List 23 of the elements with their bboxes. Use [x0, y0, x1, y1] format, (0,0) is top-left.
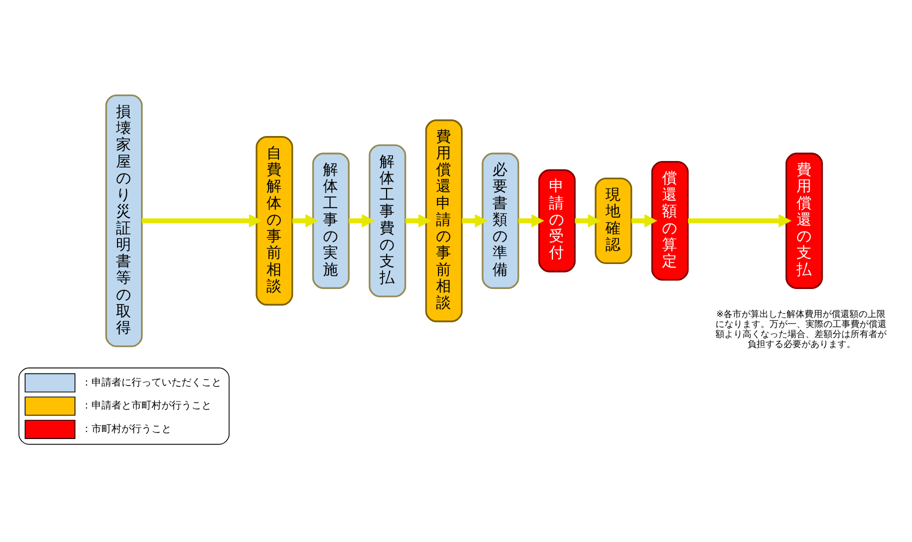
- node-box: 費用償還申請の事前相談: [425, 118, 463, 322]
- legend-label: ：申請者と市町村が行うこと: [82, 400, 212, 412]
- arrow: [631, 214, 658, 228]
- arrow: [405, 214, 432, 228]
- node-box: 申請の受付: [538, 168, 576, 272]
- arrow: [348, 214, 375, 228]
- arrow: [688, 214, 792, 228]
- label: ※各市が算出した解体費用が償還額の上限になります。万が一、実際の工事費が償還額より高くなった場合、差額分は所有者が負担する必要があります。: [715, 310, 886, 350]
- arrow: [292, 214, 318, 228]
- arrow: [462, 214, 488, 228]
- legend-label: ：申請者に行っていただくこと: [82, 376, 222, 388]
- node-box: 必要書類の準備: [482, 152, 520, 288]
- node-box: 損壊家屋のり災証明書等の取得: [105, 94, 143, 347]
- node-box: 償還額の算定: [651, 160, 689, 280]
- arrow: [142, 214, 262, 228]
- node-box: 解体工事費の支払: [368, 144, 406, 297]
- node-box: 現地確認: [594, 177, 632, 264]
- node-box: 解体工事の実施: [312, 152, 350, 288]
- arrow: [574, 214, 601, 228]
- arrow: [518, 214, 544, 228]
- legend-label: ：市町村が行うこと: [82, 423, 172, 434]
- node-box: 費用償還の支払: [786, 152, 823, 288]
- node-box: 自費解体の事前相談: [256, 136, 294, 306]
